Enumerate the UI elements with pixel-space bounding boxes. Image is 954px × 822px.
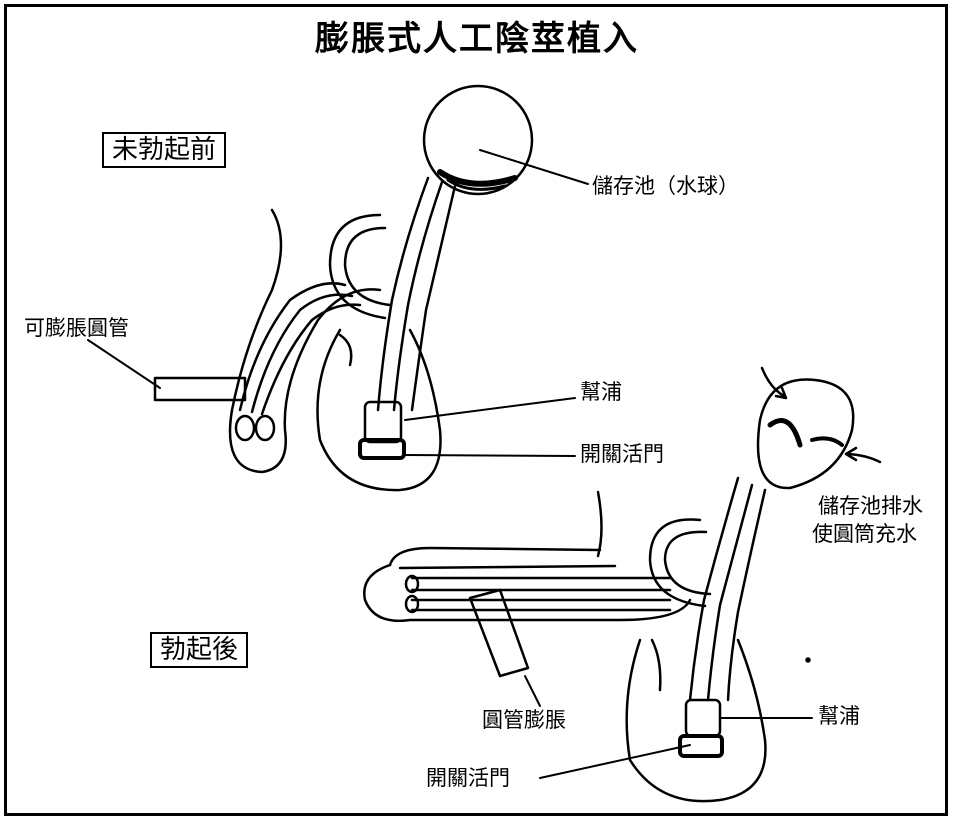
pump (365, 402, 401, 442)
pump-after (686, 700, 720, 736)
reservoir-tube (378, 178, 428, 410)
erect-scrotum (627, 640, 766, 801)
label-reservoir-action-line2: 使圓筒充水 (812, 524, 917, 545)
label-pump-after: 幫浦 (818, 706, 860, 727)
leader-lines-after (525, 676, 812, 778)
diagram-title: 膨脹式人工陰莖植入 (0, 22, 954, 56)
label-inflatable-cylinder: 可膨脹圓管 (24, 318, 129, 339)
label-valve-before: 開關活門 (580, 444, 664, 465)
label-valve-after: 開關活門 (426, 768, 510, 789)
state-label-after: 勃起後 (150, 632, 248, 668)
deflated-reservoir (758, 380, 853, 489)
leader-lines-before (88, 150, 588, 456)
cylinder-tip (236, 416, 254, 440)
label-pump-before: 幫浦 (580, 382, 622, 403)
label-cylinder-inflated: 圓管膨脹 (482, 710, 566, 731)
cylinder-pointer-bar (155, 378, 245, 400)
erect-anatomy (364, 368, 880, 801)
cylinder-inflated-pointer (470, 590, 528, 676)
label-reservoir-action-line1: 儲存池排水 (818, 496, 923, 517)
label-reservoir: 儲存池（水球） (592, 176, 739, 197)
state-label-before: 未勃起前 (102, 132, 226, 168)
